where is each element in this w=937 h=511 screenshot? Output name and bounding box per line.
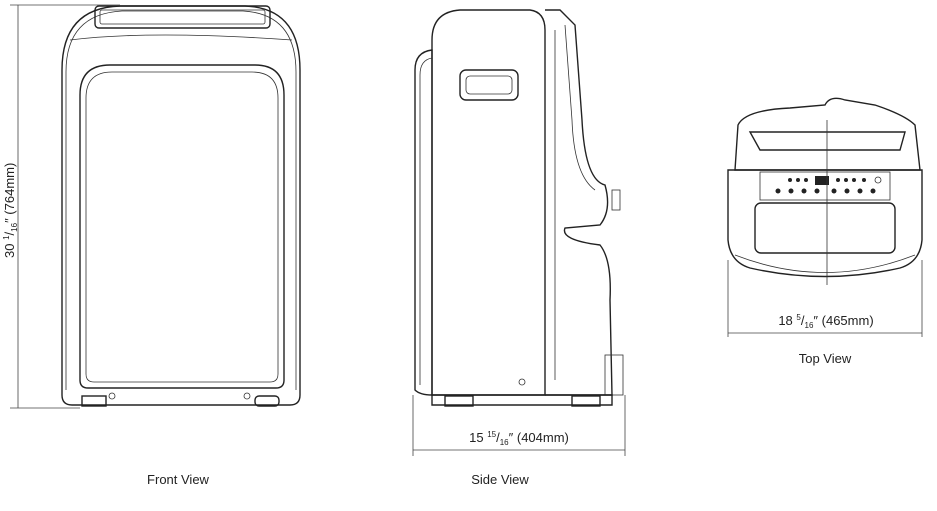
top-view-label: Top View <box>799 351 852 366</box>
side-view-label: Side View <box>471 472 529 487</box>
top-width-dimension: 18 5/16″ (465mm) <box>778 313 873 330</box>
side-depth-dimension: 15 15/16″ (404mm) <box>469 430 569 447</box>
front-view-drawing <box>10 4 301 409</box>
side-view-drawing <box>412 9 626 456</box>
front-view-label: Front View <box>147 472 210 487</box>
top-view-drawing <box>727 97 923 337</box>
front-height-dimension: 30 1/16″ (764mm) <box>2 163 19 258</box>
